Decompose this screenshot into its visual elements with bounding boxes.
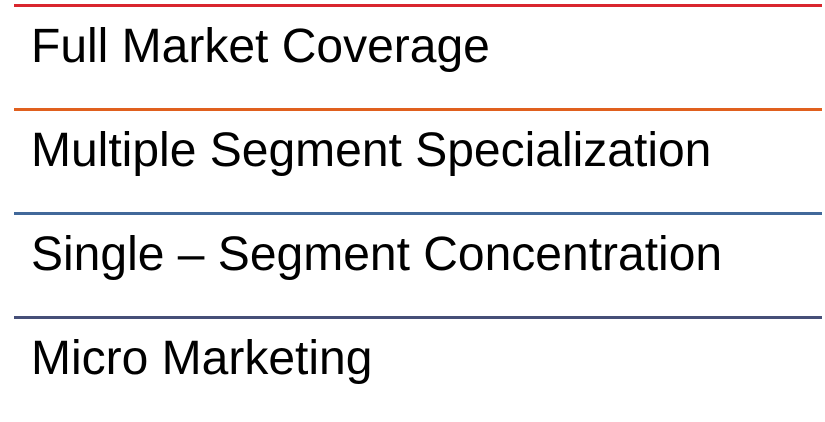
divider-line: [14, 316, 822, 319]
list-item-label: Single – Segment Concentration: [31, 228, 723, 281]
list-item-label: Micro Marketing: [31, 332, 373, 385]
list-item-label: Multiple Segment Specialization: [31, 124, 712, 177]
divider-line: [14, 4, 822, 7]
list-item-label: Full Market Coverage: [31, 20, 490, 73]
list-item-full-market-coverage: Full Market Coverage: [14, 4, 822, 108]
list-item-single-segment-concentration: Single – Segment Concentration: [14, 212, 822, 316]
divider-line: [14, 212, 822, 215]
list-item-micro-marketing: Micro Marketing: [14, 316, 822, 420]
divider-line: [14, 108, 822, 111]
list-item-multiple-segment-specialization: Multiple Segment Specialization: [14, 108, 822, 212]
